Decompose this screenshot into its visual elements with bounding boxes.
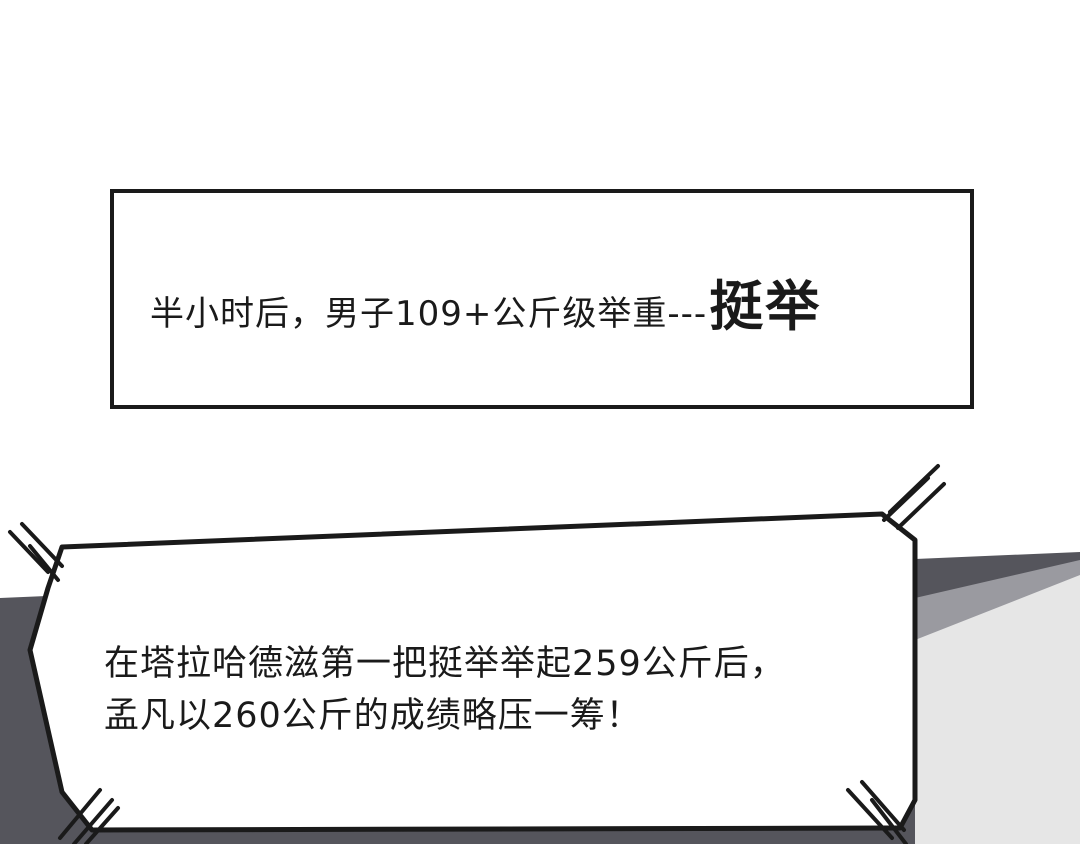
tension-strokes-bottom-left	[58, 788, 120, 844]
background-mid-band	[915, 560, 1080, 640]
caption-main-text: 半小时后，男子109+公斤级举重---	[150, 294, 708, 334]
narration-line-2: 孟凡以260公斤的成绩略压一筹！	[104, 696, 642, 736]
tension-strokes-bottom-right	[846, 780, 908, 844]
tension-strokes-top-right	[882, 464, 946, 530]
caption-text: 半小时后，男子109+公斤级举重--- 挺举	[150, 262, 950, 342]
narration-line-1: 在塔拉哈德滋第一把挺举举起259公斤后，	[104, 644, 786, 684]
narration-text: 在塔拉哈德滋第一把挺举举起259公斤后， 孟凡以260公斤的成绩略压一筹！	[104, 638, 894, 742]
tension-strokes-top-left	[8, 522, 64, 582]
caption-box	[110, 189, 974, 409]
caption-emphasis-text: 挺举	[709, 275, 822, 338]
background-light-wedge	[915, 565, 1080, 844]
